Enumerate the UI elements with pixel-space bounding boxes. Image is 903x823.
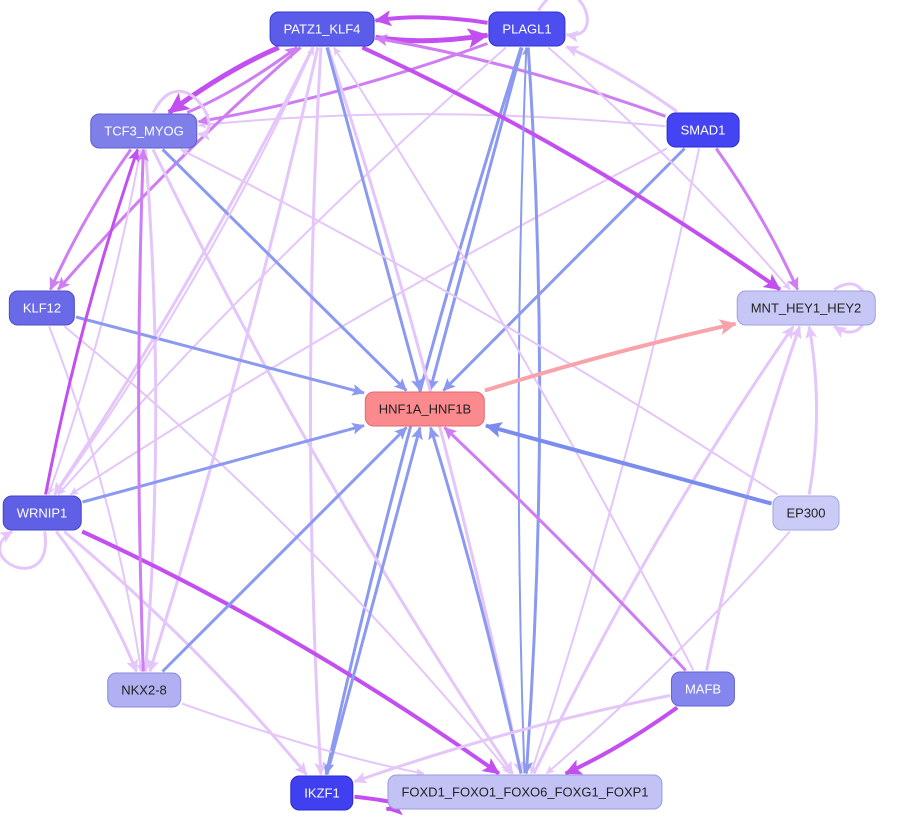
- node-foxd1-foxo1-foxo6-foxg1-foxp1[interactable]: FOXD1_FOXO1_FOXO6_FOXG1_FOXP1: [387, 774, 663, 810]
- edge-mafb-foxd1-foxo1-foxo6-foxg1-foxp1[interactable]: [564, 705, 679, 776]
- edge-mafb-patz1-klf4[interactable]: [333, 46, 695, 671]
- edge-nkx2-8-foxd1-foxo1-foxo6-foxg1-foxp1[interactable]: [181, 702, 425, 777]
- edge-smad1-mnt-hey1-hey2[interactable]: [714, 147, 799, 291]
- node-ikzf1[interactable]: IKZF1: [290, 775, 354, 811]
- edge-patz1-klf4-mnt-hey1-hey2[interactable]: [361, 45, 782, 292]
- edge-patz1-klf4-klf12[interactable]: [56, 46, 302, 291]
- edge-foxd1-foxo1-foxo6-foxg1-foxp1-mnt-hey1-hey2[interactable]: [532, 325, 795, 775]
- node-ep300[interactable]: EP300: [772, 495, 840, 531]
- edge-smad1-hnf1a-hnf1b[interactable]: [442, 147, 686, 392]
- edge-plagl1-patz1-klf4[interactable]: [374, 10, 488, 27]
- edge-tcf3-myog-foxd1-foxo1-foxo6-foxg1-foxp1[interactable]: [151, 148, 514, 775]
- edge-nkx2-8-tcf3-myog[interactable]: [136, 148, 149, 672]
- edge-ep300-hnf1a-hnf1b[interactable]: [484, 422, 773, 506]
- edge-smad1-patz1-klf4[interactable]: [374, 34, 667, 118]
- node-tcf3-myog[interactable]: TCF3_MYOG: [90, 113, 198, 149]
- node-mnt-hey1-hey2[interactable]: MNT_HEY1_HEY2: [736, 290, 876, 326]
- node-patz1-klf4[interactable]: PATZ1_KLF4: [269, 11, 375, 47]
- edge-hnf1a-hnf1b-mnt-hey1-hey2[interactable]: [484, 319, 737, 393]
- edge-plagl1-mnt-hey1-hey2[interactable]: [547, 46, 791, 291]
- edge-wrnip1-hnf1a-hnf1b[interactable]: [82, 422, 365, 504]
- node-smad1[interactable]: SMAD1: [666, 112, 740, 148]
- edge-smad1-tcf3-myog[interactable]: [197, 113, 666, 129]
- edge-foxd1-foxo1-foxo6-foxg1-foxp1-hnf1a-hnf1b[interactable]: [428, 426, 523, 774]
- edge-ep300-foxd1-foxo1-foxo6-foxg1-foxp1[interactable]: [545, 530, 791, 775]
- edge-smad1-plagl1[interactable]: [565, 45, 678, 113]
- edge-klf12-hnf1a-hnf1b[interactable]: [75, 315, 365, 396]
- edge-mafb-ikzf1[interactable]: [353, 694, 671, 784]
- edge-wrnip1-tcf3-myog[interactable]: [44, 148, 140, 495]
- edge-plagl1-hnf1a-hnf1b[interactable]: [427, 47, 524, 392]
- edge-ikzf1-hnf1a-hnf1b[interactable]: [325, 426, 423, 775]
- edge-plagl1-plagl1-self-loop[interactable]: [537, 0, 589, 43]
- node-plagl1[interactable]: PLAGL1: [488, 11, 566, 47]
- edge-tcf3-myog-hnf1a-hnf1b[interactable]: [161, 148, 408, 392]
- edge-tcf3-myog-nkx2-8[interactable]: [140, 149, 158, 673]
- edge-tcf3-myog-patz1-klf4[interactable]: [186, 46, 298, 114]
- edge-wrnip1-patz1-klf4[interactable]: [54, 46, 315, 496]
- edge-plagl1-foxd1-foxo1-foxo6-foxg1-foxp1[interactable]: [521, 47, 542, 775]
- node-wrnip1[interactable]: WRNIP1: [2, 495, 82, 531]
- edge-wrnip1-wrnip1-self-loop[interactable]: [0, 530, 47, 570]
- edge-nkx2-8-hnf1a-hnf1b[interactable]: [161, 426, 408, 673]
- edge-patz1-klf4-ikzf1[interactable]: [308, 47, 327, 776]
- edge-smad1-wrnip1[interactable]: [69, 147, 668, 496]
- edge-foxd1-foxo1-foxo6-foxg1-foxp1-plagl1[interactable]: [517, 46, 530, 774]
- edge-wrnip1-ikzf1[interactable]: [63, 530, 308, 776]
- node-klf12[interactable]: KLF12: [8, 290, 76, 326]
- edge-patz1-klf4-hnf1a-hnf1b[interactable]: [325, 47, 423, 392]
- edge-ep300-tcf3-myog[interactable]: [180, 148, 779, 496]
- node-nkx2-8[interactable]: NKX2-8: [107, 672, 181, 708]
- edge-patz1-klf4-tcf3-myog[interactable]: [167, 45, 280, 115]
- node-hnf1a-hnf1b[interactable]: HNF1A_HNF1B: [364, 391, 486, 427]
- edge-tcf3-myog-tcf3-myog-self-loop[interactable]: [151, 89, 211, 141]
- node-mafb[interactable]: MAFB: [670, 671, 736, 707]
- edge-tcf3-myog-klf12[interactable]: [49, 148, 133, 291]
- edge-wrnip1-foxd1-foxo1-foxo6-foxg1-foxp1[interactable]: [81, 529, 501, 776]
- edge-wrnip1-nkx2-8[interactable]: [55, 530, 138, 673]
- edge-ep300-mnt-hey1-hey2[interactable]: [805, 325, 819, 495]
- edge-mafb-hnf1a-hnf1b[interactable]: [443, 426, 687, 672]
- edge-patz1-klf4-wrnip1[interactable]: [53, 46, 315, 496]
